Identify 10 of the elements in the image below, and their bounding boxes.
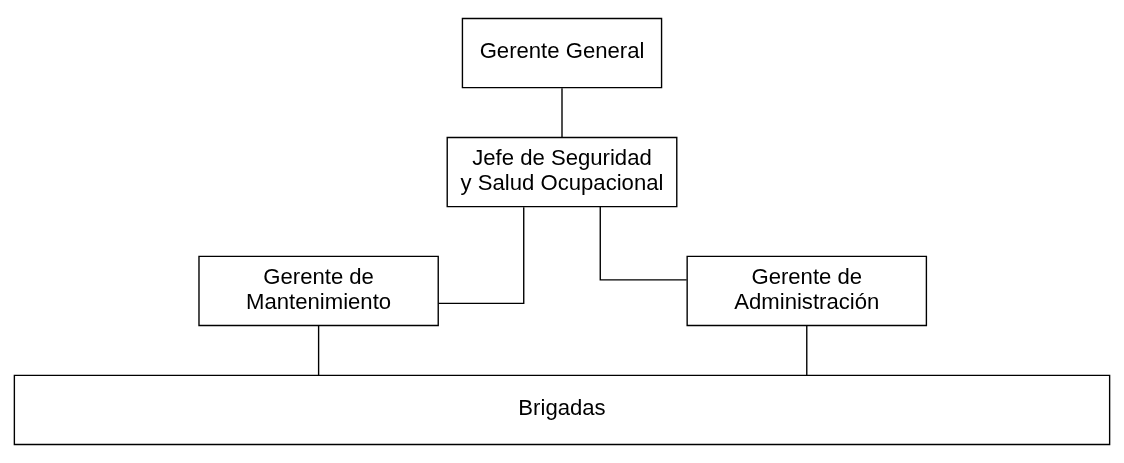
node-box: Brigadas	[13, 374, 1111, 446]
node-box: Gerente General	[461, 17, 663, 89]
node-box: Jefe de Seguridad y Salud Ocupacional	[446, 136, 678, 208]
connector	[437, 206, 525, 305]
connector	[561, 87, 563, 138]
connector	[317, 325, 320, 376]
connector	[806, 325, 808, 376]
node-box: Gerente de Administración	[686, 255, 928, 327]
connector	[599, 206, 688, 281]
node-box: Gerente de Mantenimiento	[198, 255, 439, 327]
